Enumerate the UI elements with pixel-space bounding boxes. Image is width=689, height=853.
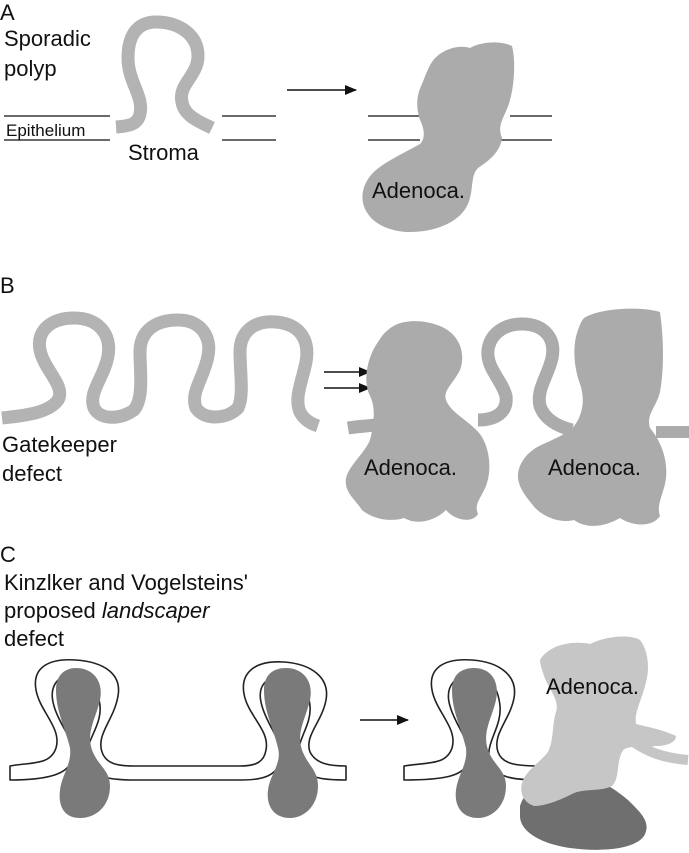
panel-a-title-line2: polyp — [4, 56, 57, 81]
gatekeeper-wavy-epithelium — [1, 311, 321, 433]
panel-a-title-line1: Sporadic — [4, 26, 91, 51]
adenocarcinoma-blob-c — [521, 636, 676, 806]
panel-c-title-line2: proposed landscaper — [4, 598, 211, 623]
panel-c-letter: C — [0, 542, 16, 567]
panel-a-letter: A — [0, 0, 15, 25]
panel-c-title-line2-prefix: proposed — [4, 598, 102, 623]
adenocarcinoma-blob-a — [362, 42, 515, 232]
panel-a: A Sporadic polyp Epithelium Stroma Adeno… — [0, 0, 552, 232]
tumor-label-b2: Adenoca. — [548, 455, 641, 480]
stroma-core-c3 — [452, 668, 506, 818]
panel-c-title-line1: Kinzlker and Vogelsteins' — [4, 570, 248, 595]
adenocarcinoma-blob-b1 — [345, 321, 490, 522]
double-right-arrow-icon — [324, 367, 371, 393]
middle-loop-b — [477, 317, 574, 437]
tumor-label-b1: Adenoca. — [364, 455, 457, 480]
polyp-loop — [115, 15, 215, 134]
adenocarcinoma-blob-b2 — [517, 308, 667, 526]
tumor-label-c: Adenoca. — [546, 674, 639, 699]
gatekeeper-caption-line1: Gatekeeper — [2, 432, 117, 457]
panel-c-title-line3: defect — [4, 626, 64, 651]
gatekeeper-caption-line2: defect — [2, 461, 62, 486]
epithelium-label: Epithelium — [6, 121, 85, 140]
panel-b: B Gatekeeper defect Adenoca. Adenoca. — [0, 273, 689, 526]
epithelium-stub-c — [622, 732, 689, 765]
epithelium-outline-c-left — [9, 658, 347, 781]
stroma-label: Stroma — [128, 140, 200, 165]
panel-c: C Kinzlker and Vogelsteins' proposed lan… — [0, 542, 689, 850]
panel-c-title-line2-italic: landscaper — [102, 598, 211, 623]
tumor-label-a: Adenoca. — [372, 178, 465, 203]
panel-b-letter: B — [0, 273, 15, 298]
stroma-core-c2 — [264, 668, 318, 818]
stroma-core-c1 — [56, 668, 110, 818]
